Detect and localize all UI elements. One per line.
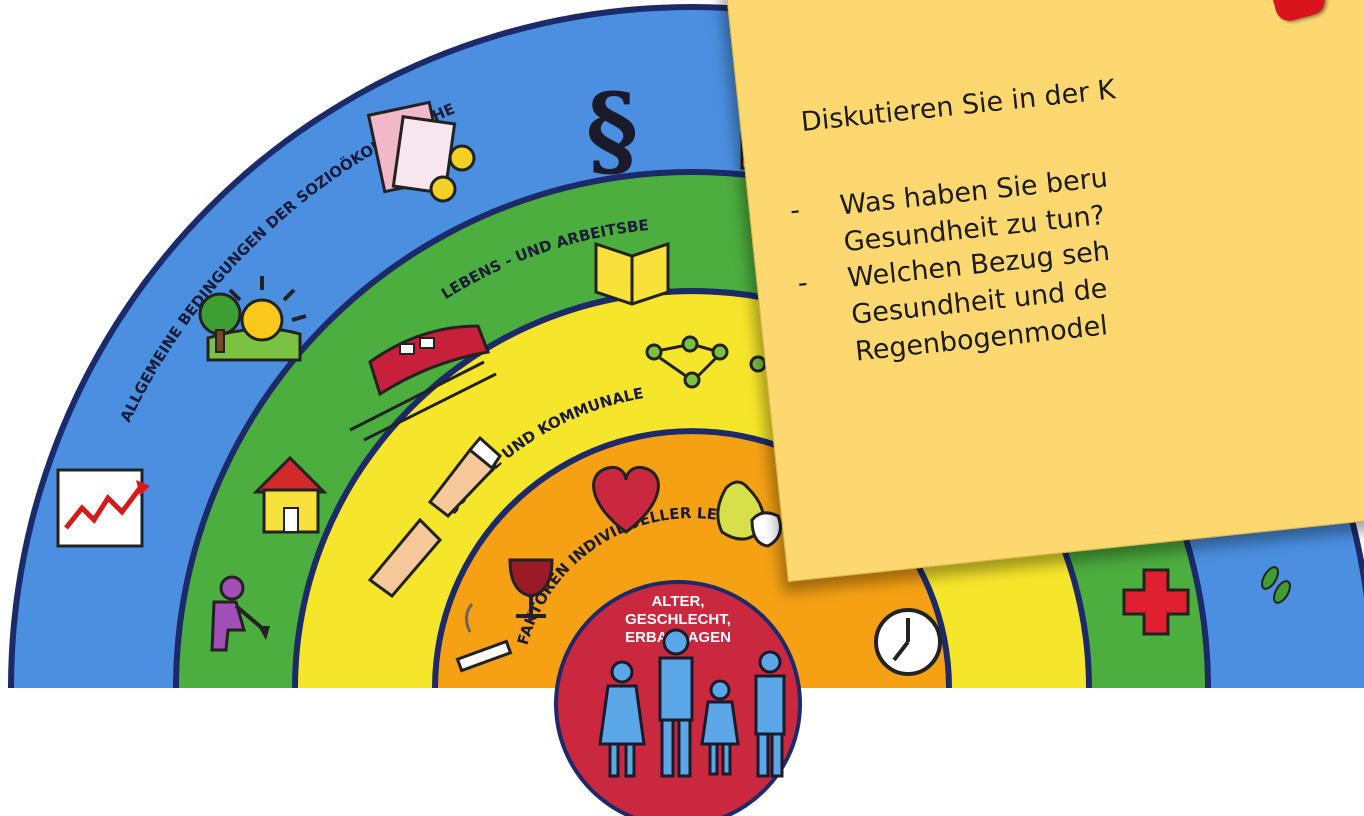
fruit-icon [716, 480, 782, 548]
center-label-gender: GESCHLECHT, [625, 611, 731, 628]
cigarette-icon [455, 603, 513, 673]
red-cross-icon [1122, 568, 1190, 636]
paragraph-icon: § [586, 71, 638, 189]
helping-hands-icon [367, 435, 502, 599]
grain-icon [1261, 566, 1291, 604]
bullet-dash: - [788, 194, 802, 227]
train-icon [349, 324, 497, 442]
house-icon [252, 455, 328, 534]
money-icon [366, 100, 476, 203]
svg-text:§: § [586, 71, 638, 189]
book-icon [594, 241, 670, 306]
bullet-dash: - [796, 267, 810, 300]
clock-icon [874, 608, 942, 676]
heart-icon [592, 465, 660, 534]
landscape-sun-icon [198, 276, 307, 362]
worker-icon [210, 575, 270, 652]
note-title: Diskutieren Sie in der K [799, 74, 1117, 139]
wine-glass-icon [508, 558, 554, 618]
sticky-note: Diskutieren Sie in der K - Was haben Sie… [722, 0, 1364, 583]
center-label-age: ALTER, [651, 593, 704, 610]
economy-chart-icon [56, 468, 150, 548]
family-icon [598, 628, 786, 778]
core-circle: ALTER, GESCHLECHT, ERBANLAGEN [554, 580, 802, 816]
note-question-list: - Was haben Sie beru Gesundheit zu tun? … [788, 160, 1125, 376]
